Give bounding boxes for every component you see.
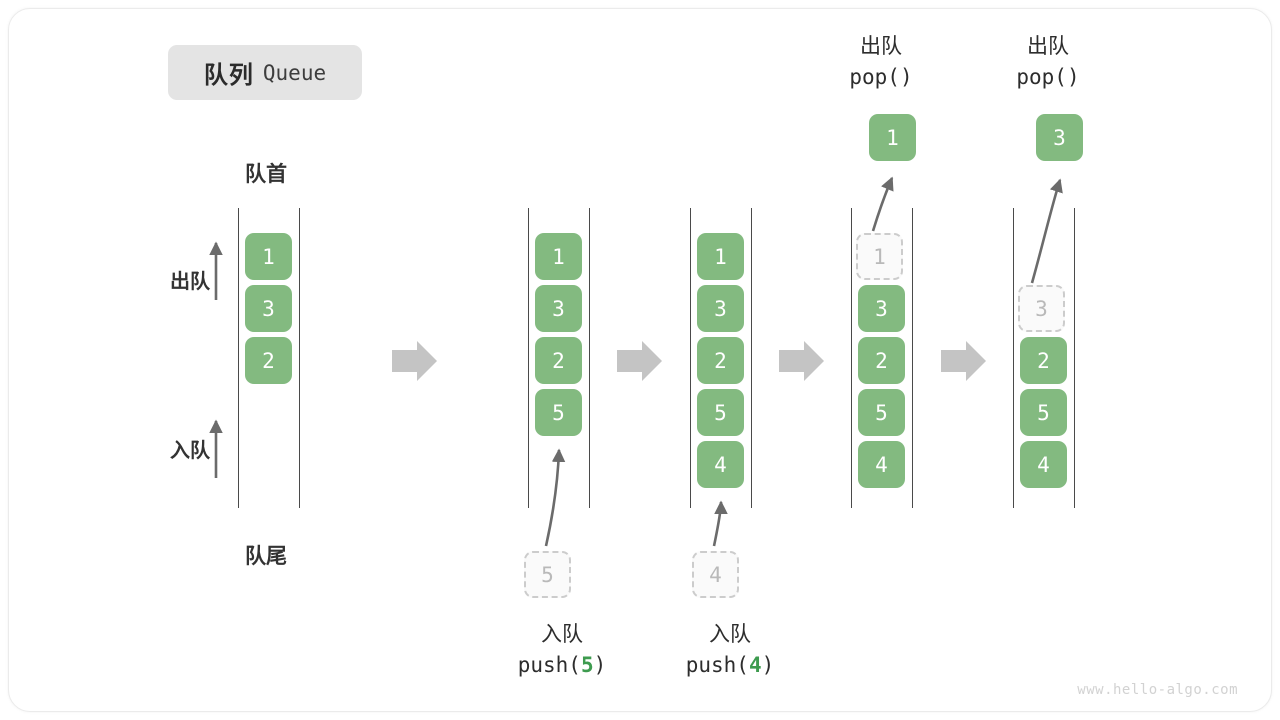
queue-rail-pop3 — [1013, 208, 1075, 508]
pop3-caption-cn: 出队 — [1027, 35, 1069, 58]
queue-cell: 2 — [858, 337, 905, 384]
push4-code-num: 4 — [748, 653, 762, 678]
pop3-code-prefix: pop( — [1016, 65, 1067, 90]
queue-cell: 5 — [1020, 389, 1067, 436]
pop1-code-prefix: pop( — [849, 65, 900, 90]
pop1-caption-code: pop() — [796, 62, 966, 92]
queue-cell: 1 — [535, 233, 582, 280]
queue-cell: 4 — [858, 441, 905, 488]
pop1-caption-cn: 出队 — [860, 35, 902, 58]
queue-rail-initial — [238, 208, 300, 508]
pop3-code-suffix: ) — [1066, 65, 1080, 90]
queue-cell: 2 — [245, 337, 292, 384]
push5-code-prefix: push( — [517, 653, 581, 678]
pop3-caption-code: pop() — [963, 62, 1133, 92]
queue-tail-label: 队尾 — [245, 545, 287, 568]
queue-cell: 3 — [858, 285, 905, 332]
queue-cell: 1 — [697, 233, 744, 280]
title-english: Queue — [262, 60, 327, 85]
outgoing-ghost-cell: 1 — [856, 233, 903, 280]
queue-cell: 2 — [1020, 337, 1067, 384]
popped-cell: 1 — [869, 114, 916, 161]
title-chinese: 队列 — [203, 62, 254, 89]
queue-rail-push5 — [528, 208, 590, 508]
push4-code-suffix: ) — [761, 653, 775, 678]
outgoing-ghost-cell: 3 — [1018, 285, 1065, 332]
queue-cell: 4 — [1020, 441, 1067, 488]
queue-rail-push4 — [690, 208, 752, 508]
push4-caption: 入队 push(4) — [645, 620, 815, 681]
pop3-caption: 出队 pop() — [963, 32, 1133, 93]
queue-cell: 5 — [535, 389, 582, 436]
queue-cell: 5 — [697, 389, 744, 436]
push5-code-suffix: ) — [593, 653, 607, 678]
queue-cell: 3 — [535, 285, 582, 332]
queue-cell: 3 — [697, 285, 744, 332]
push5-caption-cn: 入队 — [541, 623, 583, 646]
push4-code-prefix: push( — [685, 653, 749, 678]
queue-cell: 4 — [697, 441, 744, 488]
queue-head-label: 队首 — [245, 163, 287, 186]
push5-caption: 入队 push(5) — [477, 620, 647, 681]
queue-cell: 5 — [858, 389, 905, 436]
title-badge: 队列 Queue — [168, 45, 362, 100]
queue-cell: 2 — [697, 337, 744, 384]
incoming-ghost-cell: 4 — [692, 551, 739, 598]
enqueue-direction-label: 入队 — [170, 440, 210, 462]
pop1-caption: 出队 pop() — [796, 32, 966, 93]
push5-code-num: 5 — [580, 653, 594, 678]
diagram-card — [8, 8, 1272, 712]
push4-caption-code: push(4) — [645, 650, 815, 680]
queue-cell: 3 — [245, 285, 292, 332]
queue-rail-pop1 — [851, 208, 913, 508]
queue-cell: 1 — [245, 233, 292, 280]
incoming-ghost-cell: 5 — [524, 551, 571, 598]
push4-caption-cn: 入队 — [709, 623, 751, 646]
popped-cell: 3 — [1036, 114, 1083, 161]
push5-caption-code: push(5) — [477, 650, 647, 680]
watermark: www.hello-algo.com — [1077, 682, 1238, 698]
dequeue-direction-label: 出队 — [170, 271, 210, 293]
pop1-code-suffix: ) — [899, 65, 913, 90]
queue-cell: 2 — [535, 337, 582, 384]
